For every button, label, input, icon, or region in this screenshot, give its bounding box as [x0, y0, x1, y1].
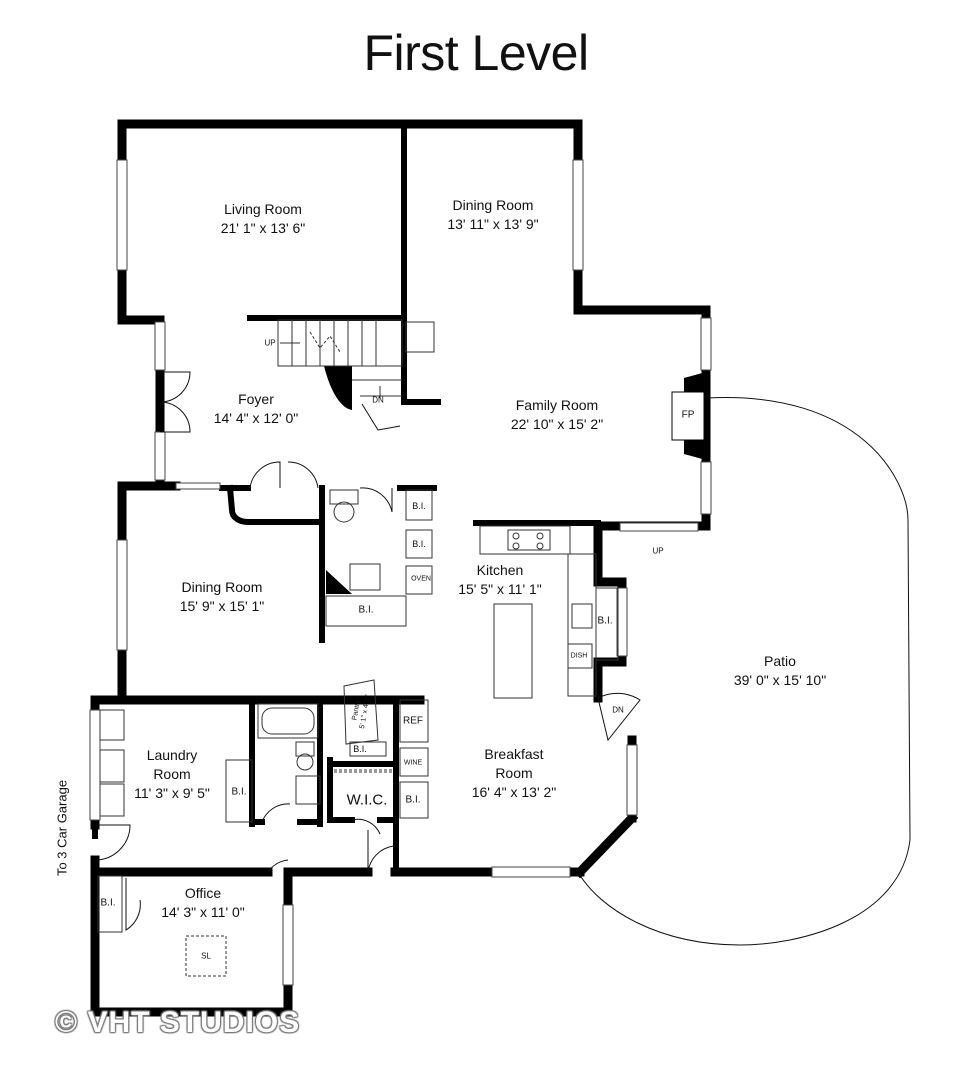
- bath-fixtures: [97, 321, 619, 977]
- interior-walls: [92, 121, 601, 875]
- label-bi-4: B.I.: [597, 615, 613, 627]
- label-wic: W.I.C.: [346, 791, 388, 809]
- room-kitchen-name: Kitchen: [476, 562, 524, 578]
- label-wine: WINE: [403, 759, 423, 767]
- label-patio-dn: DN: [612, 705, 624, 715]
- room-kitchen: Kitchen 15' 5" x 11' 1": [458, 561, 542, 599]
- room-laundry-size: 11' 3" x 9' 5": [134, 785, 210, 801]
- room-dining-upper-name: Dining Room: [452, 197, 534, 213]
- room-laundry: Laundry Room 11' 3" x 9' 5": [134, 746, 210, 803]
- room-office-size: 14' 3" x 11' 0": [161, 904, 245, 920]
- label-skylight: SL: [201, 951, 211, 961]
- room-living: Living Room 21' 1" x 13' 6": [221, 200, 306, 238]
- room-dining-lower-name: Dining Room: [181, 579, 263, 595]
- label-bi-8: B.I.: [100, 897, 116, 909]
- windows: [89, 159, 712, 986]
- room-dining-lower: Dining Room 15' 9" x 15' 1": [180, 578, 265, 616]
- label-patio-up: UP: [652, 546, 664, 556]
- room-foyer: Foyer 14' 4" x 12' 0": [214, 390, 299, 428]
- label-fireplace: FP: [681, 409, 695, 421]
- kitchen-fixtures: [325, 489, 597, 699]
- room-foyer-size: 14' 4" x 12' 0": [213, 410, 299, 426]
- room-living-name: Living Room: [224, 201, 302, 217]
- stair-curve: [324, 366, 352, 410]
- room-breakfast-name-1: Breakfast: [484, 746, 544, 762]
- room-laundry-name-2: Room: [153, 766, 191, 782]
- label-bi-2: B.I.: [412, 539, 426, 549]
- exterior-walls: [90, 119, 711, 1017]
- room-kitchen-size: 15' 5" x 11' 1": [458, 581, 542, 597]
- label-stair-dn: DN: [372, 395, 384, 405]
- page-title: First Level: [363, 25, 589, 81]
- room-patio: Patio 39' 0" x 15' 10": [734, 652, 826, 690]
- room-dining-upper-size: 13' 11" x 13' 9": [447, 216, 539, 232]
- room-family-size: 22' 10" x 15' 2": [510, 416, 604, 432]
- room-office-name: Office: [184, 885, 222, 901]
- label-dish: DISH: [570, 652, 588, 660]
- room-office: Office 14' 3" x 11' 0": [161, 884, 245, 922]
- label-bi-1: B.I.: [412, 501, 426, 511]
- room-family: Family Room 22' 10" x 15' 2": [511, 396, 603, 434]
- stairs: [277, 319, 403, 398]
- room-breakfast: Breakfast Room 16' 4" x 13' 2": [472, 745, 557, 802]
- room-family-name: Family Room: [515, 397, 599, 413]
- patio-outline: [577, 397, 911, 946]
- room-foyer-name: Foyer: [238, 391, 274, 407]
- kitchen-corner: [326, 570, 352, 594]
- door-swings: [94, 371, 641, 931]
- room-patio-name: Patio: [764, 653, 796, 669]
- label-stair-up: UP: [264, 338, 276, 348]
- label-garage: To 3 Car Garage: [54, 779, 70, 877]
- room-living-size: 21' 1" x 13' 6": [220, 220, 306, 236]
- room-patio-size: 39' 0" x 15' 10": [733, 672, 827, 688]
- room-breakfast-name-2: Room: [495, 765, 533, 781]
- room-laundry-name-1: Laundry: [146, 747, 198, 763]
- room-breakfast-size: 16' 4" x 13' 2": [471, 784, 557, 800]
- label-ref: REF: [403, 715, 423, 727]
- watermark: © VHT STUDIOS: [55, 1006, 301, 1039]
- room-dining-lower-size: 15' 9" x 15' 1": [179, 598, 265, 614]
- label-bi-5: B.I.: [405, 794, 421, 806]
- label-bi-6: B.I.: [231, 786, 247, 798]
- room-dining-upper: Dining Room 13' 11" x 13' 9": [447, 196, 538, 234]
- label-oven: OVEN: [411, 575, 431, 583]
- label-bi-3: B.I.: [358, 604, 374, 616]
- label-bi-7: B.I.: [353, 744, 367, 754]
